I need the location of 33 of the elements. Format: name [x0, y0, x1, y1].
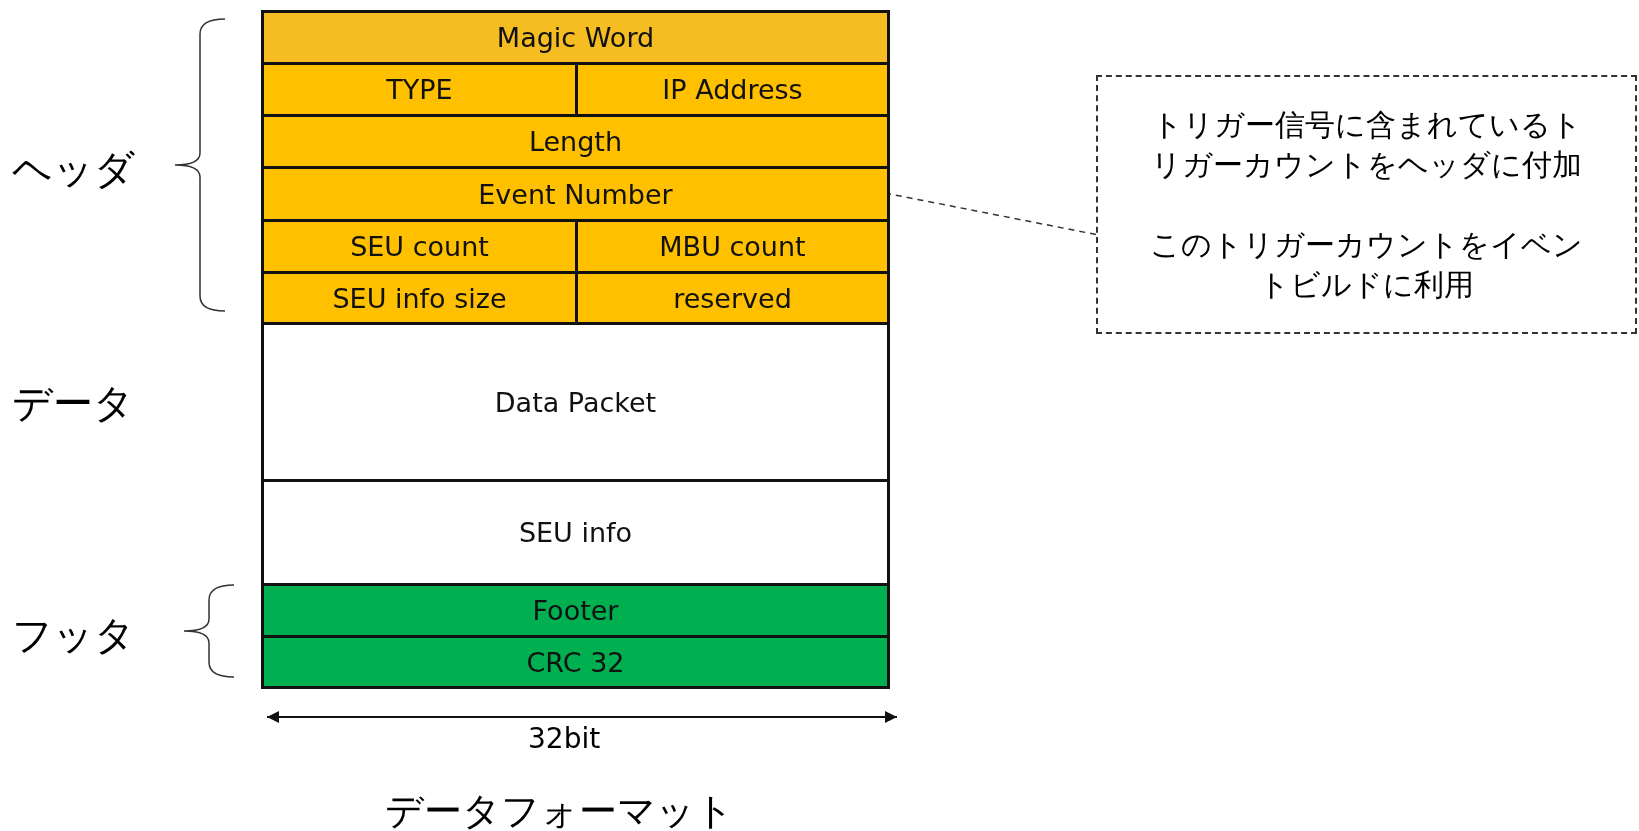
field-cell	[261, 219, 578, 274]
field-name: MBU count	[659, 231, 806, 262]
field-cell	[261, 166, 890, 222]
field-name: SEU info size	[332, 283, 507, 314]
data-section-box	[261, 479, 890, 586]
field-name: SEU count	[350, 231, 489, 262]
field-cell	[261, 62, 578, 117]
section-label: データ	[12, 379, 134, 428]
callout-box	[1096, 75, 1637, 334]
field-cell	[575, 62, 890, 117]
section-label: ヘッダ	[12, 145, 135, 194]
field-cell	[575, 271, 890, 325]
field-name: Event Number	[478, 178, 673, 210]
field-name: Magic Word	[496, 22, 655, 53]
field-cell	[261, 583, 890, 638]
dimension-label: 32bit	[528, 722, 601, 755]
field-name: SEU info	[518, 517, 633, 548]
field-cell	[261, 114, 890, 169]
field-cell	[261, 10, 890, 65]
field-name: Length	[528, 126, 623, 157]
data-section-box	[261, 322, 890, 482]
field-name: CRC 32	[526, 646, 625, 678]
field-name: TYPE	[386, 74, 453, 105]
field-name: IP Address	[662, 74, 803, 105]
field-name: Data Packet	[494, 386, 657, 418]
callout-text: このトリガーカウントをイベントビルドに利用	[1149, 225, 1584, 304]
section-label: フッタ	[12, 611, 135, 660]
field-name: Footer	[532, 595, 619, 626]
callout-text: トリガー信号に含まれているトリガーカウントをヘッダに付加	[1150, 105, 1583, 184]
caption: データフォーマット	[385, 788, 734, 831]
field-name: reserved	[673, 282, 792, 314]
field-cell	[575, 219, 890, 274]
field-cell	[261, 635, 890, 689]
